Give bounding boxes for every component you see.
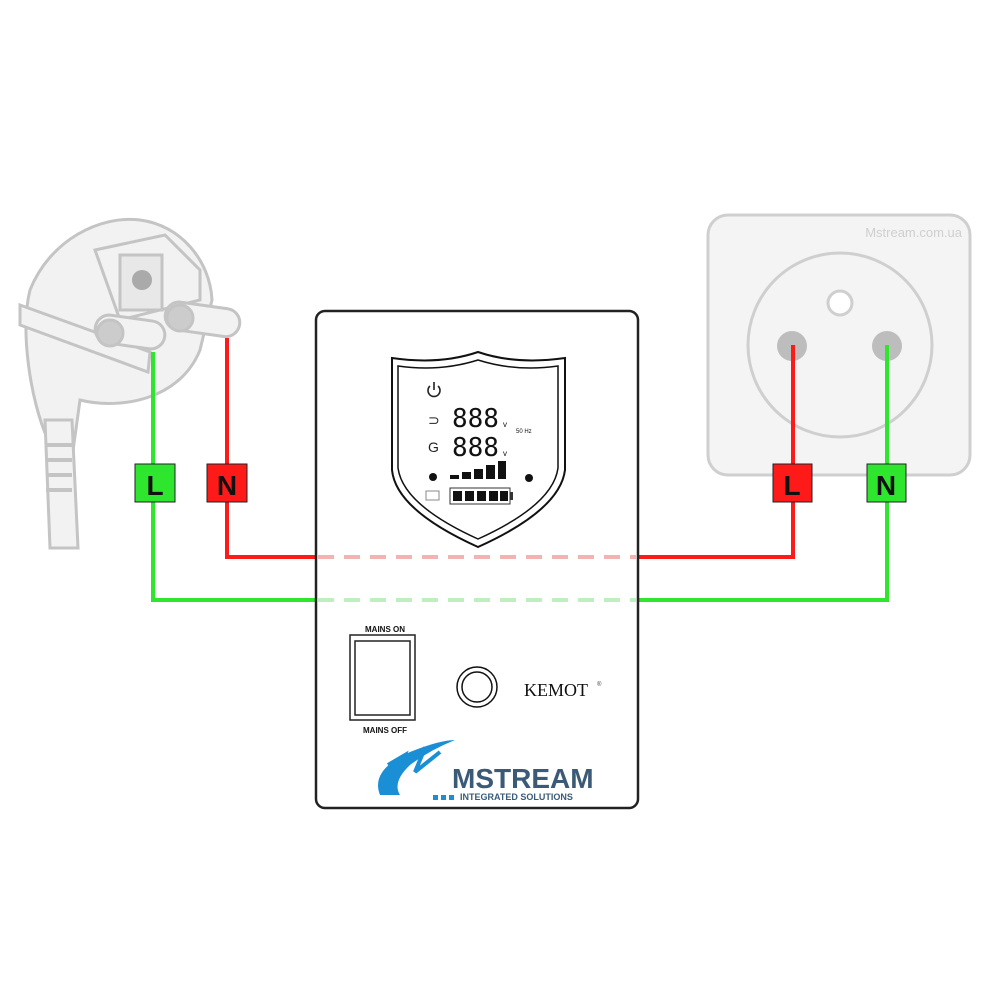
left-line-label: L (134, 463, 176, 503)
kemot-brand: KEMOT (524, 680, 588, 700)
mains-switch[interactable] (349, 634, 416, 721)
round-button[interactable] (456, 666, 498, 708)
output-voltage-digits: 888 (452, 433, 499, 463)
svg-text:v: v (503, 449, 507, 458)
svg-text:INTEGRATED SOLUTIONS: INTEGRATED SOLUTIONS (460, 792, 573, 802)
wall-socket-icon (706, 213, 972, 477)
svg-text:L: L (783, 470, 800, 501)
svg-text:N: N (876, 470, 896, 501)
line-wire-out (638, 345, 795, 559)
right-line-label: L (772, 463, 813, 503)
battery-indicator (449, 487, 513, 505)
svg-text:®: ® (597, 681, 602, 688)
svg-text:L: L (146, 470, 163, 501)
svg-text:MSTREAM: MSTREAM (452, 763, 594, 794)
battery-icon (425, 490, 440, 501)
mains-on-label: MAINS ON (365, 625, 405, 634)
power-icon (427, 382, 441, 398)
mstream-logo: MSTREAM INTEGRATED SOLUTIONS (378, 740, 594, 802)
watermark-text: Mstream.com.ua (865, 225, 963, 240)
right-neutral-label: N (866, 463, 907, 503)
input-voltage-digits: 888 (452, 404, 499, 434)
svg-text:N: N (217, 470, 237, 501)
load-bars (450, 461, 506, 479)
svg-text:v: v (503, 420, 507, 429)
input-icon: ⊃ (428, 412, 440, 428)
neutral-wire-in (151, 352, 316, 602)
line-wire-in (225, 338, 316, 559)
lcd-display: ⊃ G 888 v 888 v 50 Hz (391, 350, 566, 549)
load-icon-right (525, 474, 533, 482)
left-neutral-label: N (206, 463, 248, 503)
plug-icon (18, 217, 242, 550)
wires (151, 338, 889, 602)
output-icon: G (428, 439, 439, 455)
neutral-wire-out (638, 345, 889, 602)
load-icon-left (429, 473, 437, 481)
frequency-label: 50 Hz (516, 429, 532, 435)
mains-off-label: MAINS OFF (363, 726, 407, 735)
